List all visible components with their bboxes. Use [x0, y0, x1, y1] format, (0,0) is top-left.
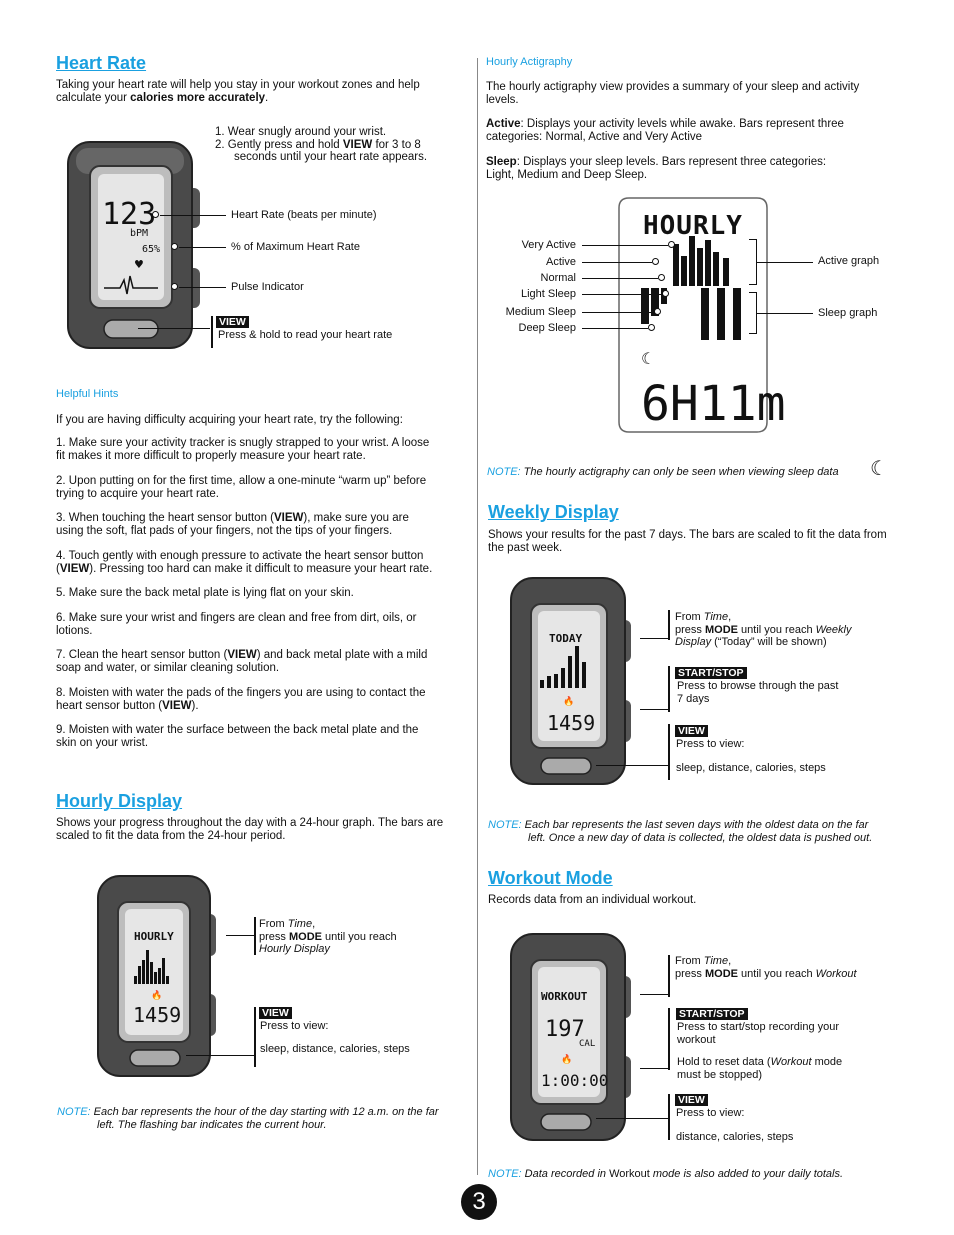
hint-3: 3. When touching the heart sensor button…: [56, 512, 409, 537]
hint-6: 6. Make sure your wrist and fingers are …: [56, 612, 417, 637]
helpful-hints-title: Helpful Hints: [56, 388, 119, 400]
workout-mode-desc: Records data from an individual workout.: [488, 894, 697, 906]
label-sleep-graph: Sleep graph: [818, 307, 878, 319]
actigraphy-screen-value: 6H11m: [641, 376, 786, 432]
label-active-graph: Active graph: [818, 255, 880, 267]
hourly-display-title: Hourly Display: [56, 791, 183, 811]
hints-intro: If you are having difficulty acquiring y…: [56, 414, 403, 426]
svg-text:♥: ♥: [134, 258, 144, 271]
weekly-press-view: Press to view:: [676, 738, 745, 750]
hourly-press-view: Press to view:: [260, 1020, 329, 1032]
workout-screen-time: 1:00:00: [541, 1071, 608, 1090]
view-desc: Press & hold to read your heart rate: [218, 329, 393, 341]
hourly-display-instructions: From Time, press MODE until you reach Ho…: [259, 918, 397, 955]
actigraphy-title: Hourly Actigraphy: [486, 56, 573, 68]
workout-instructions: From Time, press MODE until you reach Wo…: [675, 955, 857, 980]
hourly-view-options: sleep, distance, calories, steps: [260, 1043, 410, 1055]
heart-rate-steps: 1. Wear snugly around your wrist. 2. Gen…: [215, 126, 428, 163]
hint-1: 1. Make sure your activity tracker is sn…: [56, 437, 430, 462]
workout-screen-value: 197: [545, 1017, 585, 1042]
label-medium-sleep: Medium Sleep: [505, 306, 576, 318]
workout-view-tag: VIEW: [675, 1094, 708, 1106]
workout-screen-title: WORKOUT: [541, 990, 588, 1003]
weekly-instructions: From Time, press MODE until you reach We…: [675, 611, 852, 648]
workout-mode-title: Workout Mode: [488, 868, 613, 888]
weekly-screen-title: TODAY: [549, 632, 582, 645]
label-normal: Normal: [540, 272, 576, 284]
workout-device-image: WORKOUT 197 CAL 🔥 1:00:00: [510, 933, 631, 1141]
actigraphy-active: Active: Displays your activity levels wh…: [486, 118, 844, 143]
moon-icon: ☾: [870, 458, 888, 480]
hourly-display-device-image: HOURLY 🔥 1459: [97, 875, 216, 1077]
actigraphy-sleep: Sleep: Displays your sleep levels. Bars …: [486, 156, 827, 181]
column-divider: [477, 58, 478, 1175]
label-very-active: Very Active: [521, 239, 576, 251]
label-active: Active: [546, 256, 576, 268]
heart-rate-intro: Taking your heart rate will help you sta…: [56, 79, 420, 104]
hint-8: 8. Moisten with water the pads of the fi…: [56, 687, 426, 712]
hint-7: 7. Clean the heart sensor button (VIEW) …: [56, 649, 428, 674]
workout-note: NOTE: Data recorded in Workout mode is a…: [488, 1168, 844, 1180]
workout-press-view: Press to view:: [676, 1107, 745, 1119]
hourly-note: NOTE: Each bar represents the hour of th…: [57, 1106, 439, 1131]
weekly-view-options: sleep, distance, calories, steps: [676, 762, 826, 774]
weekly-note: NOTE: Each bar represents the last seven…: [488, 819, 873, 844]
svg-text:🔥: 🔥: [561, 1053, 572, 1065]
active-graph-bracket: [749, 239, 757, 285]
actigraphy-note: NOTE: The hourly actigraphy can only be …: [487, 466, 839, 478]
weekly-display-title: Weekly Display: [488, 502, 619, 522]
sleep-graph-bracket: [749, 292, 757, 334]
hr-screen-pct: 65%: [142, 244, 160, 255]
label-pulse-indicator: Pulse Indicator: [231, 281, 304, 293]
hint-2: 2. Upon putting on for the first time, a…: [56, 475, 427, 500]
hourly-display-desc: Shows your progress throughout the day w…: [56, 817, 444, 842]
hourly-screen-value: 1459: [133, 1003, 181, 1027]
hint-5: 5. Make sure the back metal plate is lyi…: [56, 587, 354, 599]
svg-text:🔥: 🔥: [151, 989, 162, 1001]
weekly-display-desc: Shows your results for the past 7 days. …: [488, 529, 887, 554]
label-deep-sleep: Deep Sleep: [518, 322, 577, 334]
weekly-view-tag: VIEW: [675, 725, 708, 737]
workout-start-stop-tag: START/STOP: [676, 1008, 748, 1020]
view-tag: VIEW: [216, 316, 249, 328]
hint-4: 4. Touch gently with enough pressure to …: [56, 550, 433, 575]
svg-text:☾: ☾: [641, 349, 655, 368]
label-heart-rate-bpm: Heart Rate (beats per minute): [231, 209, 377, 221]
actigraphy-desc: The hourly actigraphy view provides a su…: [486, 81, 860, 106]
heart-rate-title: Heart Rate: [56, 53, 147, 73]
svg-text:🔥: 🔥: [563, 695, 574, 707]
weekly-display-device-image: TODAY 🔥 1459: [510, 577, 631, 785]
actigraphy-screen-image: HOURLY ☾ 6H11m: [618, 197, 786, 433]
label-pct-max-hr: % of Maximum Heart Rate: [231, 241, 360, 253]
label-light-sleep: Light Sleep: [520, 288, 576, 300]
workout-hold-desc: Hold to reset data (Workout mode must be…: [677, 1056, 843, 1081]
hr-screen-unit: bPM: [130, 228, 148, 239]
workout-screen-unit: CAL: [579, 1039, 595, 1049]
hourly-view-tag: VIEW: [259, 1007, 292, 1019]
hint-9: 9. Moisten with water the surface betwee…: [56, 724, 419, 749]
heart-rate-device-image: 123 bPM 65% ♥: [67, 141, 200, 349]
page-number: 3: [461, 1184, 497, 1220]
workout-view-options: distance, calories, steps: [676, 1131, 794, 1143]
hourly-screen-title: HOURLY: [134, 930, 174, 943]
weekly-start-stop-tag: START/STOP: [675, 667, 747, 679]
weekly-screen-value: 1459: [547, 711, 595, 735]
hr-screen-bpm: 123: [102, 197, 156, 232]
